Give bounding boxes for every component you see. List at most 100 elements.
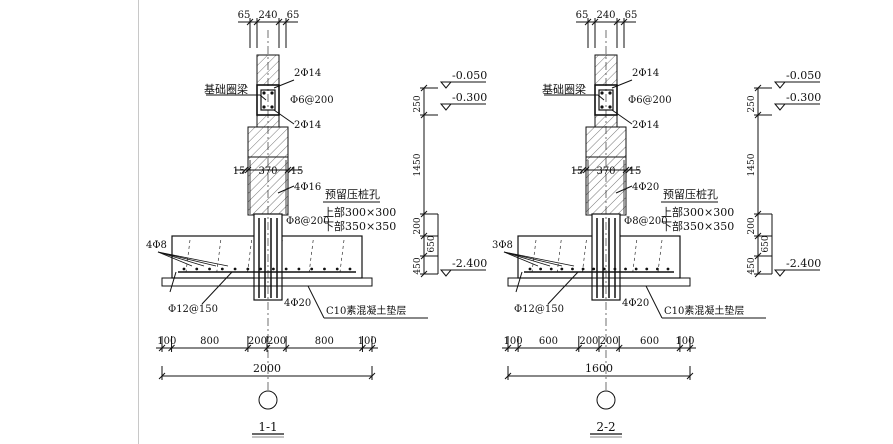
concrete-cushion [507, 277, 691, 287]
elev-dim-tick [754, 210, 762, 218]
beam-bottom-bars-label: 2Φ14 [294, 120, 321, 131]
elev-dim-tick [420, 210, 428, 218]
pier-dim-tick [287, 166, 295, 174]
rebar-dot [262, 105, 266, 109]
pier-dim-tick [241, 166, 249, 174]
bottom-dim-value: 100 [157, 336, 176, 347]
elevation-beam-bottom-triangle [439, 103, 453, 111]
elevation-footing-bottom: -2.400 [452, 257, 487, 270]
pier-bars-leader [277, 185, 295, 194]
elevation-footing-bottom-triangle [439, 269, 453, 277]
footing-hidden-line [185, 239, 191, 273]
pier-bars-leader [615, 185, 633, 194]
footing-rebar-dot [220, 267, 224, 271]
footing-rebar-dot [310, 267, 314, 271]
bottom-bars-leader [547, 271, 579, 305]
wall-dim-right: 65 [625, 10, 638, 21]
rebar-dot [262, 91, 266, 95]
footing-hidden-line [247, 239, 252, 273]
rebar-dot [608, 91, 612, 95]
elev-dim-200: 200 [413, 217, 423, 234]
elevation-top: -0.050 [452, 69, 487, 82]
footing-rebar-dot [560, 267, 564, 271]
footing-rebar-dot [259, 267, 263, 271]
bottom-dim-tick [244, 344, 252, 352]
side-bars-leader [503, 251, 551, 267]
footing-rebar-dot [233, 267, 237, 271]
bottom-dim-value: 200 [579, 336, 598, 347]
elev-dim-250: 250 [747, 95, 757, 112]
footing-rebar-dot [284, 267, 288, 271]
beam-top-bars-leader [611, 79, 633, 89]
total-width-value: 1600 [585, 362, 613, 375]
bottom-dim-value: 600 [539, 336, 558, 347]
wall-dim-tick [613, 18, 621, 26]
ring-beam-label: 基础圈梁 [204, 82, 248, 96]
bottom-dim-value: 600 [640, 336, 659, 347]
elev-dim-1450: 1450 [413, 153, 423, 176]
bottom-dim-tick [282, 344, 290, 352]
footing-rebar-dot [581, 267, 585, 271]
bottom-dim-value: 800 [200, 336, 219, 347]
elev-dim-tick [420, 252, 428, 260]
pier-dim-left: 15 [571, 166, 584, 177]
side-bars-leader [157, 251, 193, 267]
pier-dim-middle: 370 [596, 166, 615, 177]
cushion-label: C10素混凝土垫层 [664, 304, 744, 317]
beam-bottom-bars-label: 2Φ14 [632, 120, 659, 131]
sheet-border-line [138, 0, 139, 444]
footing-rebar-dot [655, 267, 659, 271]
wall-dim-tick [591, 18, 599, 26]
elev-dim-tick [754, 84, 762, 92]
side-bars-leader [503, 251, 539, 267]
wall-dim-tick [253, 18, 261, 26]
section-title: 2-2 [596, 420, 615, 434]
footing-rebar-dot [271, 267, 275, 271]
beam-bottom-bars-leader [273, 109, 295, 125]
footing-rebar-dot [323, 267, 326, 271]
wall-dim-right: 65 [287, 10, 300, 21]
elevation-footing-bottom-triangle [773, 269, 787, 277]
beam-bottom-bars-leader [611, 109, 633, 125]
cushion-leader [515, 271, 523, 293]
wall-dim-middle: 240 [258, 10, 277, 21]
wall-dim-tick [282, 18, 290, 26]
pier-dim-left: 15 [233, 166, 246, 177]
concrete-cushion [161, 277, 373, 287]
footing-rebar-dot [613, 267, 617, 271]
bottom-dim-tick [615, 344, 623, 352]
elev-dim-1450: 1450 [747, 153, 757, 176]
footing-hidden-line [339, 239, 345, 273]
beam-stirrups-label: Φ6@200 [290, 95, 334, 106]
footing-rebar-dot [348, 267, 352, 271]
elev-dim-tick [754, 270, 762, 278]
beam-top-bars-label: 2Φ14 [632, 68, 659, 79]
wall-dim-middle: 240 [596, 10, 615, 21]
footing-hidden-line [216, 239, 222, 273]
bottom-dim-tick [158, 344, 166, 352]
footing-hidden-line [556, 239, 562, 273]
elevation-footing-bottom: -2.400 [786, 257, 821, 270]
pile-hole-label: 预留压桩孔 [325, 187, 380, 201]
bottom-dim-value: 100 [504, 336, 523, 347]
footing-bottom-bars-label: Φ12@150 [168, 304, 218, 315]
bottom-dim-value: 100 [358, 336, 377, 347]
pier-dim-tick [579, 166, 587, 174]
elev-dim-450: 450 [747, 257, 757, 274]
elevation-top-triangle [773, 81, 787, 89]
footing-side-bars-label: 3Φ8 [492, 240, 513, 251]
wall-dim-left: 65 [576, 10, 589, 21]
elev-dim-tick [754, 232, 762, 240]
footing-rebar-dot [246, 267, 250, 271]
total-dim-tick [504, 372, 512, 380]
ring-beam-leader [259, 94, 267, 101]
footing-rebar-dot [602, 267, 606, 271]
bottom-dim-value: 200 [267, 336, 286, 347]
beam-top-bars-label: 2Φ14 [294, 68, 321, 79]
footing-rebar-dot [634, 267, 638, 271]
wall-dim-tick [275, 18, 283, 26]
bottom-dim-tick [686, 344, 694, 352]
footing-hidden-line [308, 239, 314, 273]
pier-dim-tick [284, 166, 292, 174]
